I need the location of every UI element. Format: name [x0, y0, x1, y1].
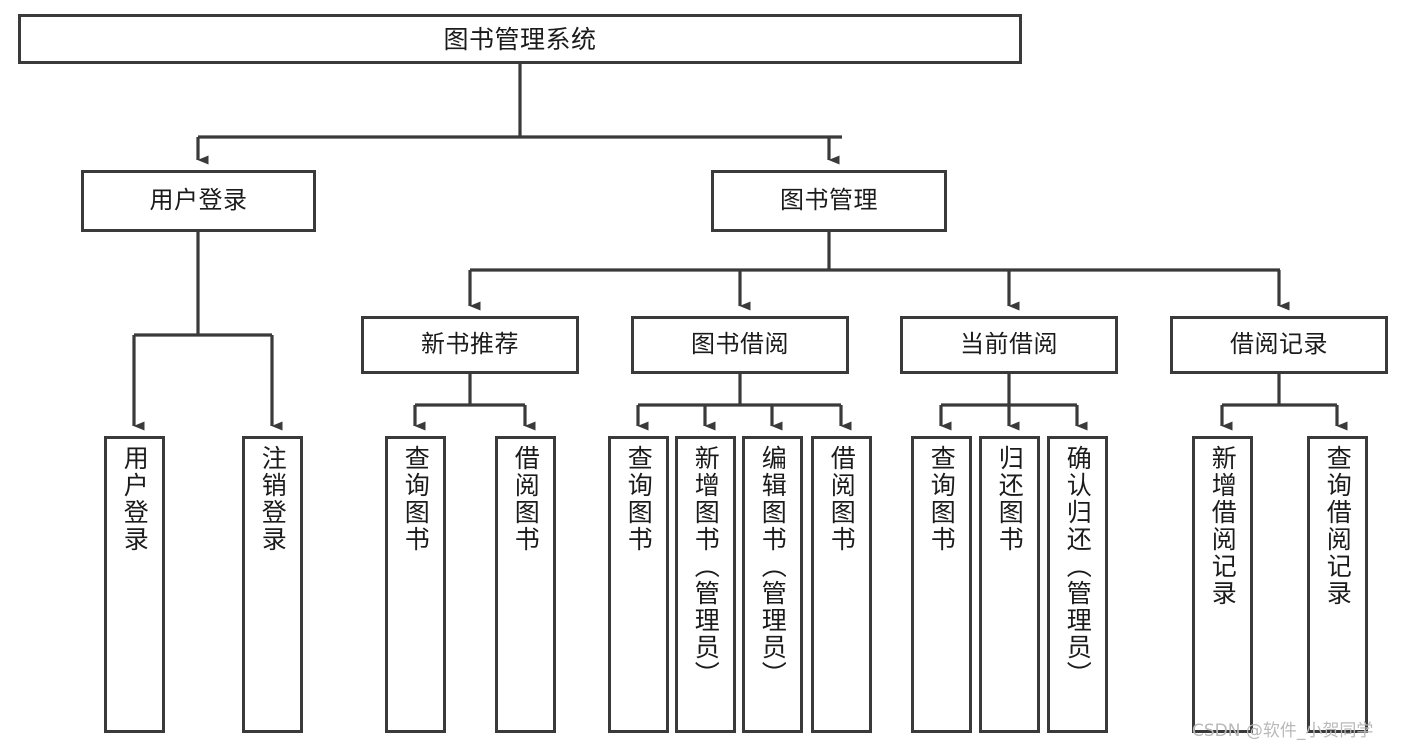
leaf-confirm-return-admin[interactable]: 确认归还（管理员） [1047, 436, 1108, 733]
node-label: 查询图书 [401, 445, 431, 553]
node-label: 当前借阅 [960, 330, 1058, 359]
leaf-borrow-book-newbook[interactable]: 借阅图书 [495, 436, 556, 733]
node-label: 查询借阅记录 [1323, 445, 1353, 607]
leaf-logout-login[interactable]: 注销登录 [242, 436, 303, 733]
node-borrowing-record[interactable]: 借阅记录 [1170, 316, 1388, 374]
node-book-borrowing[interactable]: 图书借阅 [631, 316, 849, 374]
leaf-add-borrow-record[interactable]: 新增借阅记录 [1192, 436, 1253, 733]
node-book-management[interactable]: 图书管理 [711, 170, 947, 232]
node-new-book-recommendation[interactable]: 新书推荐 [361, 316, 579, 374]
node-label: 借阅记录 [1230, 330, 1328, 359]
node-label: 新书推荐 [421, 330, 519, 359]
node-label: 新增借阅记录 [1208, 445, 1238, 607]
leaf-add-book-admin[interactable]: 新增图书（管理员） [675, 436, 736, 733]
leaf-query-borrow-record[interactable]: 查询借阅记录 [1307, 436, 1368, 733]
node-label: 图书借阅 [691, 330, 789, 359]
node-label: 新增图书（管理员） [691, 445, 721, 688]
node-label: 借阅图书 [511, 445, 541, 553]
node-book-management-system[interactable]: 图书管理系统 [18, 14, 1022, 64]
leaf-return-book[interactable]: 归还图书 [979, 436, 1040, 733]
node-label: 借阅图书 [827, 445, 857, 553]
node-label: 图书管理 [780, 186, 878, 215]
node-label: 用户登录 [120, 445, 150, 553]
node-current-borrowing[interactable]: 当前借阅 [900, 316, 1118, 374]
node-user-login[interactable]: 用户登录 [81, 170, 316, 232]
node-label: 确认归还（管理员） [1063, 445, 1093, 688]
leaf-query-book-newbook[interactable]: 查询图书 [385, 436, 446, 733]
leaf-edit-book-admin[interactable]: 编辑图书（管理员） [742, 436, 803, 733]
csdn-watermark: CSDN @软件_小贺同学 [1192, 721, 1374, 741]
leaf-query-book-current[interactable]: 查询图书 [911, 436, 972, 733]
node-label: 归还图书 [995, 445, 1025, 553]
leaf-query-book-borrow[interactable]: 查询图书 [608, 436, 669, 733]
node-label: 图书管理系统 [443, 24, 597, 54]
node-label: 编辑图书（管理员） [758, 445, 788, 688]
node-label: 查询图书 [927, 445, 957, 553]
node-label: 查询图书 [624, 445, 654, 553]
leaf-user-login[interactable]: 用户登录 [104, 436, 165, 733]
node-label: 注销登录 [258, 445, 288, 553]
node-label: 用户登录 [149, 186, 248, 215]
leaf-borrow-book-borrow[interactable]: 借阅图书 [811, 436, 872, 733]
